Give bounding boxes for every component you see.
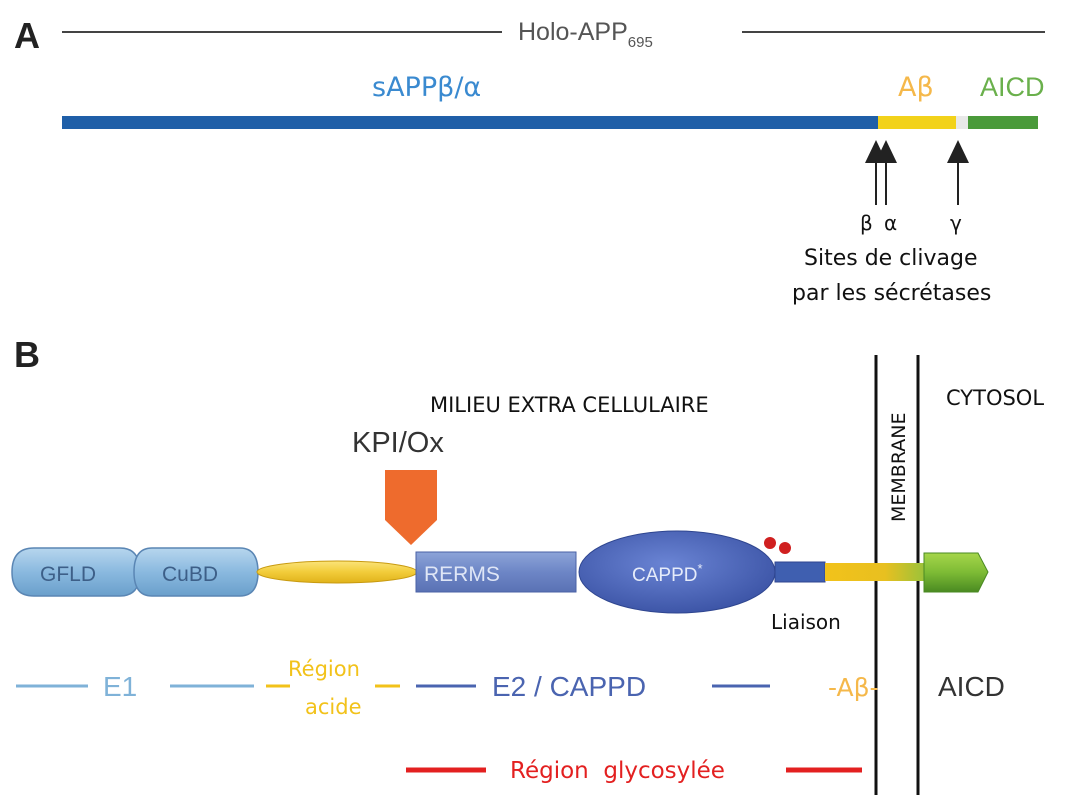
- alpha-symbol: α: [884, 211, 897, 235]
- liaison-label: Liaison: [771, 610, 841, 634]
- cytosol-label: CYTOSOL: [946, 386, 1044, 410]
- aicd-label: AICD: [980, 72, 1045, 102]
- gap-segment: [956, 116, 968, 129]
- aicd-segment: [968, 116, 1038, 129]
- glyco-label: Région glycosylée: [510, 758, 725, 784]
- beta-symbol: β: [860, 211, 873, 235]
- e1-label: E1: [103, 671, 137, 702]
- abeta-segment: [878, 116, 956, 129]
- panel-a-label: A: [14, 15, 40, 56]
- sapp-label: sAPPβ/α: [372, 72, 481, 103]
- liaison-segment: [774, 561, 826, 583]
- cappd-label: CAPPD*: [632, 561, 703, 586]
- abeta-region-label: -Aβ-: [828, 673, 879, 702]
- membrane-label: MEMBRANE: [888, 413, 910, 522]
- rerms-label: RERMS: [424, 563, 500, 586]
- acide-label-2: acide: [305, 695, 362, 719]
- acidic-region-domain: [256, 560, 418, 584]
- sapp-segment: [62, 116, 878, 129]
- abeta-label: Aβ: [898, 72, 934, 103]
- holo-app-main: Holo-APP: [518, 18, 628, 46]
- gamma-symbol: γ: [950, 211, 962, 235]
- aicd-region-label: AICD: [938, 671, 1005, 702]
- gfld-domain: GFLD: [11, 547, 141, 597]
- cubd-domain: CuBD: [133, 547, 259, 597]
- cubd-label: CuBD: [162, 563, 218, 586]
- kpi-arrow: [385, 470, 437, 545]
- panel-b-label: B: [14, 334, 40, 375]
- abeta-tm-segment: [825, 563, 925, 581]
- holo-app-sub: 695: [628, 34, 653, 51]
- holo-app-title: Holo-APP695: [518, 18, 653, 51]
- cappd-name: CAPPD: [632, 565, 697, 586]
- sites-line-1: Sites de clivage: [804, 246, 978, 271]
- kpi-label: KPI/Ox: [352, 427, 444, 459]
- glycan-dot-2: [779, 542, 791, 554]
- cappd-domain: CAPPD*: [578, 530, 776, 614]
- aicd-domain: [923, 552, 989, 593]
- acide-label-1: Région: [288, 657, 360, 681]
- gfld-label: GFLD: [40, 563, 96, 586]
- alpha-arrow: [875, 140, 897, 205]
- rerms-domain: RERMS: [415, 551, 577, 593]
- extracellular-label: MILIEU EXTRA CELLULAIRE: [430, 393, 709, 417]
- sites-line-2: par les sécrétases: [792, 281, 991, 306]
- gamma-arrow: [947, 140, 969, 205]
- cappd-mark: *: [697, 561, 702, 576]
- e2-label: E2 / CAPPD: [492, 671, 646, 702]
- glycan-dot-1: [764, 537, 776, 549]
